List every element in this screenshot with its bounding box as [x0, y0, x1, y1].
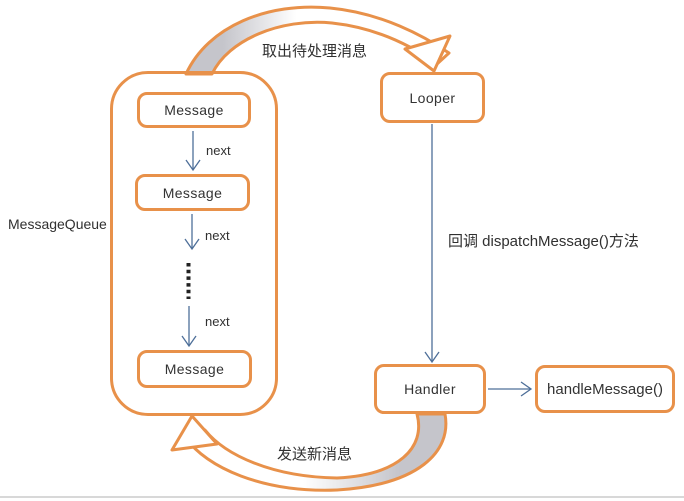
top-arrowhead-icon — [403, 34, 452, 73]
send-new-message-label: 发送新消息 — [277, 446, 353, 463]
handler-to-handlemessage-arrow — [488, 381, 533, 397]
node-messagequeue-container — [110, 71, 278, 416]
arrowhead-icon — [424, 351, 440, 364]
bottom-divider-line — [0, 496, 684, 498]
node-handler: Handler — [374, 364, 486, 414]
node-handlemessage-label: handleMessage() — [547, 380, 663, 398]
node-message-3-label: Message — [164, 361, 225, 377]
node-handlemessage: handleMessage() — [535, 365, 675, 413]
next-label-3: next — [205, 314, 230, 329]
arrowhead-icon — [520, 381, 533, 397]
bottom-arrowhead-icon — [170, 414, 219, 452]
node-message-3: Message — [137, 350, 252, 388]
next-label-2: next — [205, 228, 230, 243]
node-looper: Looper — [380, 72, 485, 123]
node-message-1-label: Message — [164, 102, 224, 118]
node-message-1: Message — [137, 92, 251, 128]
looper-to-handler-arrow — [424, 124, 440, 364]
dispatch-callback-label: 回调 dispatchMessage()方法 — [448, 233, 639, 250]
node-looper-label: Looper — [409, 89, 456, 106]
messagequeue-label: MessageQueue — [8, 216, 107, 232]
node-message-2-label: Message — [162, 184, 223, 201]
take-pending-message-label: 取出待处理消息 — [262, 43, 368, 60]
node-message-2: Message — [135, 174, 250, 211]
node-handler-label: Handler — [404, 381, 456, 397]
next-label-1: next — [206, 143, 231, 158]
